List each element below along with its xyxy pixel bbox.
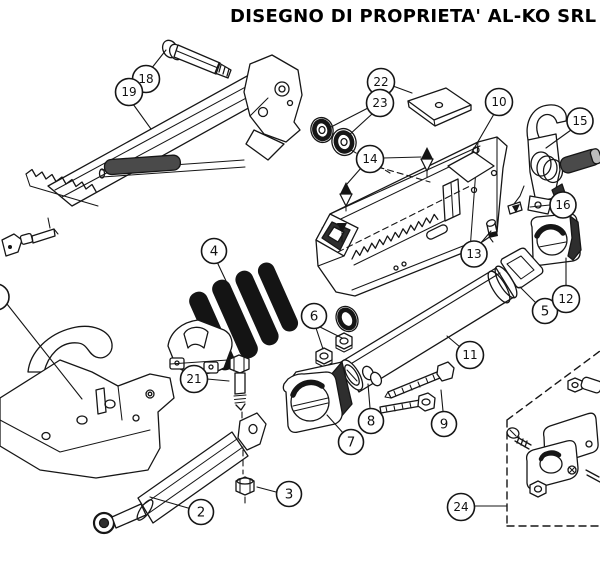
callout-12: 12: [551, 284, 581, 314]
part-10-housing-drawing: [315, 136, 508, 297]
part-21-bolt-drawing: [229, 354, 250, 411]
callout-19: 19: [114, 77, 144, 107]
callout-number: 13: [466, 247, 481, 261]
callout-number: 3: [285, 487, 294, 503]
part-3-nut-drawing: [235, 476, 255, 496]
callout-4: 4: [200, 237, 228, 265]
callout-8: 8: [357, 407, 385, 435]
leader-lines: [6, 49, 572, 509]
part-22-plate-drawing: [407, 87, 472, 127]
callout-13: 13: [460, 240, 488, 268]
part-4-bellows-drawing: [167, 262, 299, 375]
callout-6: 6: [300, 302, 328, 330]
callout-number: 6: [310, 309, 319, 325]
callout-2: 2: [187, 498, 215, 526]
part-1-coupling-head-drawing: [0, 325, 175, 479]
callout-number: 12: [558, 292, 573, 306]
callout-number: 7: [347, 435, 356, 451]
callout-21: 21: [179, 364, 209, 394]
callout-16: 16: [549, 191, 577, 219]
callout-number: 18: [138, 72, 153, 86]
callout-number: 11: [462, 348, 477, 362]
part-12-bushing-drawing: [530, 213, 582, 266]
callout-number: 4: [210, 244, 219, 260]
callout-5: 5: [531, 297, 559, 325]
callout-number: 19: [121, 85, 136, 99]
callout-7: 7: [337, 428, 365, 456]
callouts: 2 3 4 5 6 7 8: [0, 64, 594, 526]
callout-number: 10: [491, 95, 506, 109]
part-11-tube-drawing: [340, 265, 518, 393]
callout-10: 10: [484, 87, 514, 117]
assembly-axis-lines: [241, 411, 246, 504]
callout-number: 15: [572, 114, 587, 128]
callout-23: 23: [365, 88, 395, 118]
callout-1-clipped: [0, 283, 10, 311]
callout-number: 16: [555, 198, 570, 212]
part-18-bolt-drawing: [161, 39, 232, 79]
callout-11: 11: [455, 340, 485, 370]
callout-number: 14: [362, 152, 377, 166]
callout-3: 3: [275, 480, 303, 508]
callout-number: 21: [186, 372, 201, 386]
drawing-title: DISEGNO DI PROPRIETA' AL-KO SRL: [230, 6, 597, 27]
callout-number: 24: [453, 500, 468, 514]
part-24-bracket-kit-drawing: [506, 376, 600, 498]
callout-24: 24: [446, 492, 476, 522]
part-2-shock-absorber-drawing: [92, 412, 267, 535]
part-cable-pin-drawing: [1, 217, 59, 257]
part-19-handbrake-lever-drawing: [25, 54, 303, 207]
callout-number: 2: [197, 505, 206, 521]
part-7-bushing-drawing: [282, 361, 353, 434]
part-14-pins-drawing: [339, 147, 434, 212]
part-13-bolt-drawing: [485, 219, 498, 243]
callout-15: 15: [566, 107, 594, 135]
part-8-9-bolts-drawing: [361, 361, 455, 414]
part-16-clip-drawing: [507, 185, 525, 215]
callout-number: 9: [440, 417, 449, 433]
part-24-kit-boundary: [506, 350, 600, 527]
callout-number: 23: [372, 96, 387, 110]
callout-number: 5: [541, 304, 550, 320]
part-15-release-lever-drawing: [526, 104, 600, 215]
callout-number: 8: [367, 414, 376, 430]
callout-9: 9: [430, 410, 458, 438]
part-23-washers-drawing: [310, 116, 357, 157]
callout-14: 14: [355, 144, 385, 174]
callout-number: 22: [373, 75, 388, 89]
